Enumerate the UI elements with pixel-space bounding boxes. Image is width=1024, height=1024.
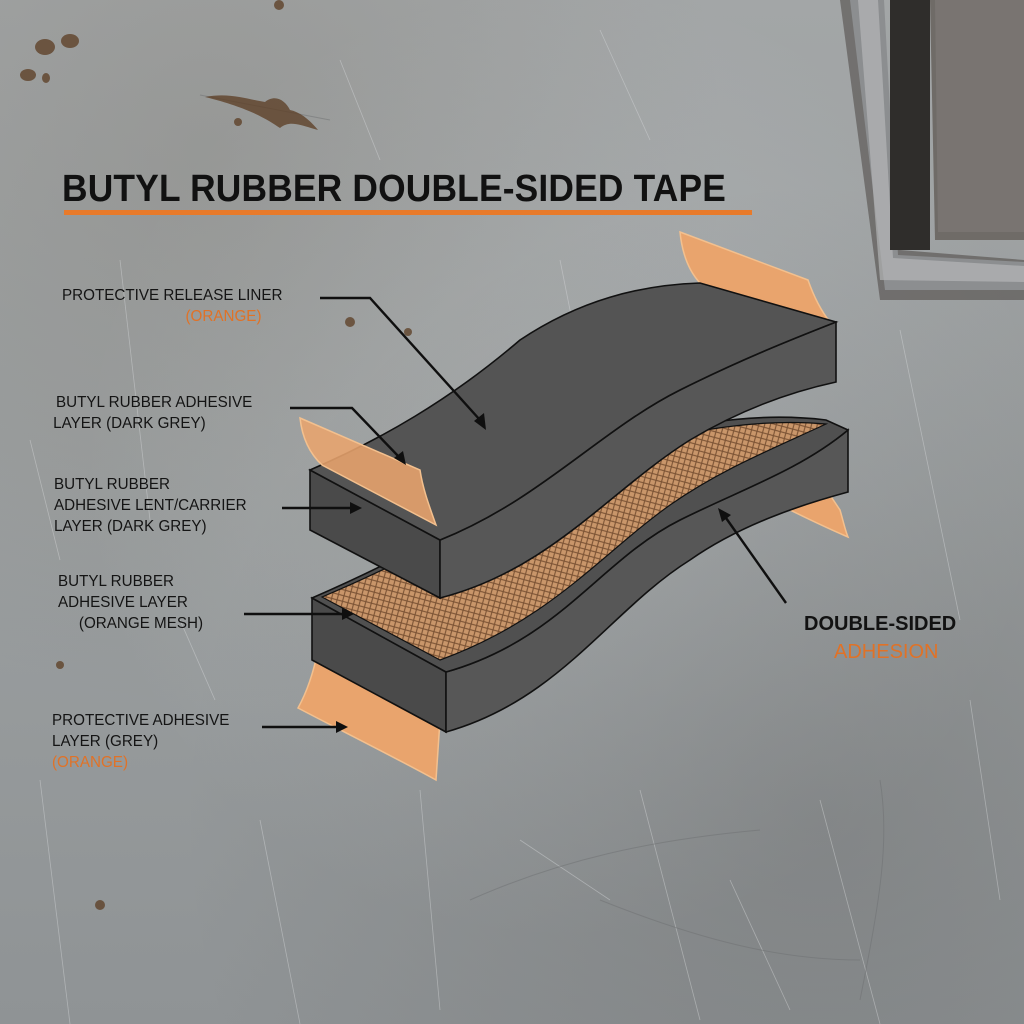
label-line: ADHESIVE LAYER bbox=[58, 594, 188, 611]
label-orange-mesh-layer: BUTYL RUBBER ADHESIVE LAYER (ORANGE MESH… bbox=[58, 571, 203, 634]
title-underline bbox=[64, 210, 752, 215]
weld-seam bbox=[840, 0, 1024, 300]
leader-double-sided bbox=[725, 517, 787, 604]
label-line: (ORANGE MESH) bbox=[78, 615, 204, 632]
label-line: BUTYL RUBBER bbox=[54, 476, 171, 493]
top-release-liner-left bbox=[299, 416, 438, 527]
label-protective-adhesive-layer: PROTECTIVE ADHESIVE LAYER (GREY) (ORANGE… bbox=[52, 710, 229, 773]
label-line: BUTYL RUBBER bbox=[58, 573, 175, 590]
label-protective-release-liner: PROTECTIVE RELEASE LINER (ORANGE) bbox=[62, 285, 282, 327]
bottom-release-liner-left bbox=[296, 648, 441, 782]
callout-line2: ADHESION bbox=[834, 641, 939, 663]
callout-double-sided-adhesion: DOUBLE-SIDED ADHESION bbox=[804, 610, 956, 666]
label-sub-orange: (ORANGE) bbox=[185, 308, 262, 325]
label-butyl-adhesive-layer-top: BUTYL RUBBER ADHESIVE LAYER (DARK GREY) bbox=[53, 392, 253, 434]
label-line: PROTECTIVE ADHESIVE bbox=[52, 712, 230, 729]
callout-line1: DOUBLE-SIDED bbox=[804, 613, 957, 635]
bottom-release-liner-right bbox=[778, 478, 850, 539]
leader-release-liner bbox=[320, 296, 481, 421]
label-line: ADHESIVE LENT/CARRIER bbox=[54, 497, 247, 514]
label-carrier-layer: BUTYL RUBBER ADHESIVE LENT/CARRIER LAYER… bbox=[54, 474, 247, 537]
label-line: PROTECTIVE RELEASE LINER bbox=[62, 287, 283, 304]
label-line: LAYER (DARK GREY) bbox=[53, 415, 206, 432]
label-line: LAYER (DARK GREY) bbox=[54, 518, 207, 535]
label-line: LAYER (GREY) bbox=[52, 733, 159, 750]
label-sub-orange: (ORANGE) bbox=[52, 754, 128, 771]
leader-adhesive-top bbox=[290, 406, 401, 459]
diagram-title: BUTYL RUBBER DOUBLE-SIDED TAPE bbox=[62, 168, 726, 210]
label-line: BUTYL RUBBER ADHESIVE bbox=[56, 394, 253, 411]
